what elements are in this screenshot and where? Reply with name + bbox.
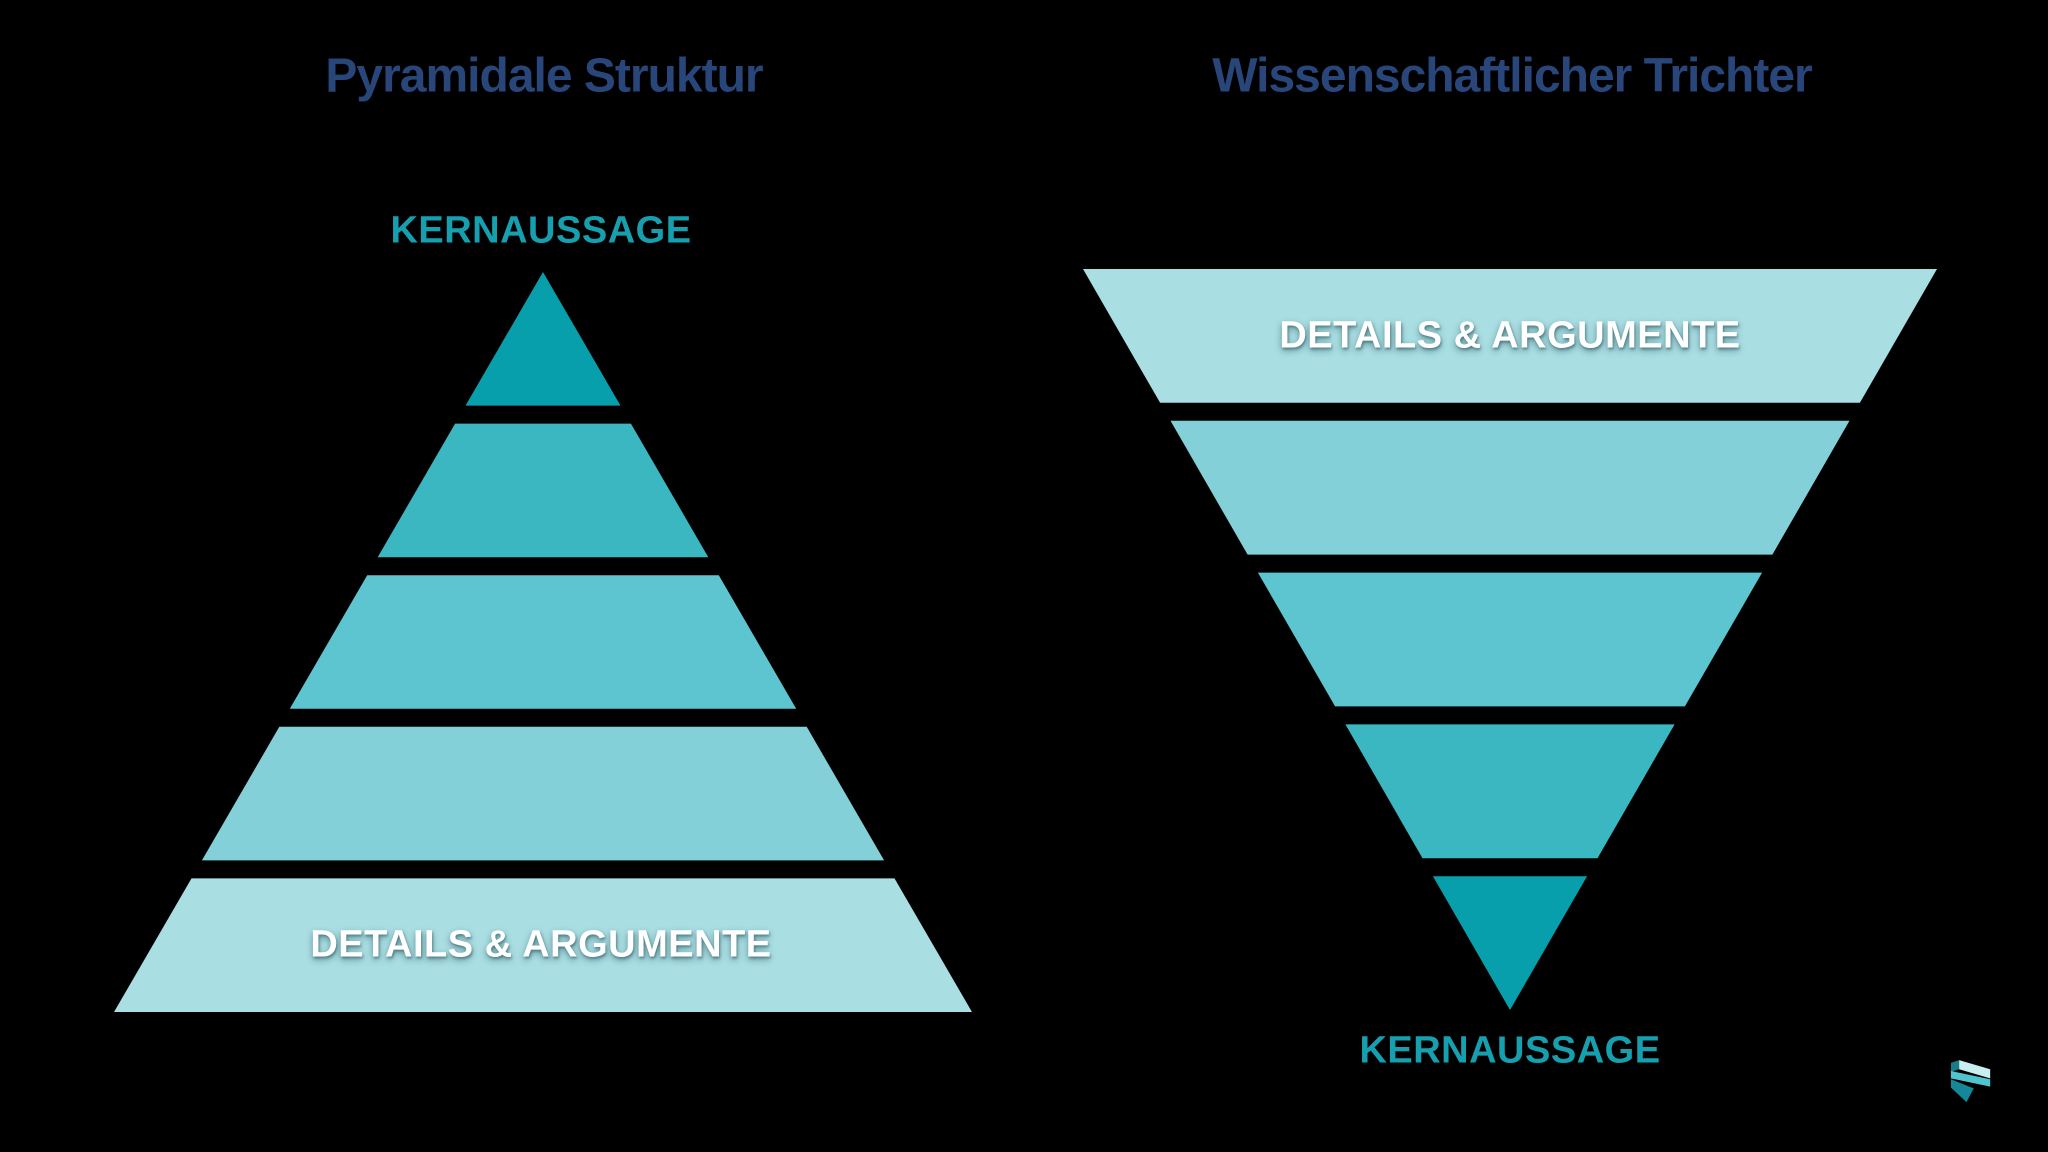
- logo-middle-band: [1950, 1071, 1991, 1087]
- right-diagram-title: Wissenschaftlicher Trichter: [1212, 49, 1812, 103]
- funnel-layer-3: [1257, 572, 1763, 707]
- pyramid-layer-2: [377, 423, 709, 558]
- pyramid-bottom-band-label: DETAILS & ARGUMENTE: [310, 923, 772, 966]
- pyramid-layer-5: [114, 878, 972, 1012]
- ribbon-s-logo: [1950, 1060, 1991, 1103]
- pyramid-top-label: KERNAUSSAGE: [390, 209, 692, 252]
- logo-bottom-band: [1950, 1079, 1974, 1103]
- funnel-bottom-label: KERNAUSSAGE: [1359, 1029, 1661, 1072]
- funnel-layer-4: [1345, 724, 1675, 859]
- pyramid-layer-3: [289, 575, 797, 709]
- logo-top-band: [1959, 1060, 1991, 1079]
- pyramid-layer-4: [201, 726, 885, 861]
- left-diagram-title: Pyramidale Struktur: [325, 49, 763, 103]
- funnel-layer-5: [1432, 876, 1588, 1010]
- pyramid-layer-1: [465, 272, 621, 406]
- funnel-top-band-label: DETAILS & ARGUMENTE: [1279, 314, 1741, 357]
- funnel-layer-1: [1083, 269, 1937, 403]
- logo-fold-wedge: [1950, 1060, 1960, 1072]
- funnel-layer-2: [1170, 420, 1850, 555]
